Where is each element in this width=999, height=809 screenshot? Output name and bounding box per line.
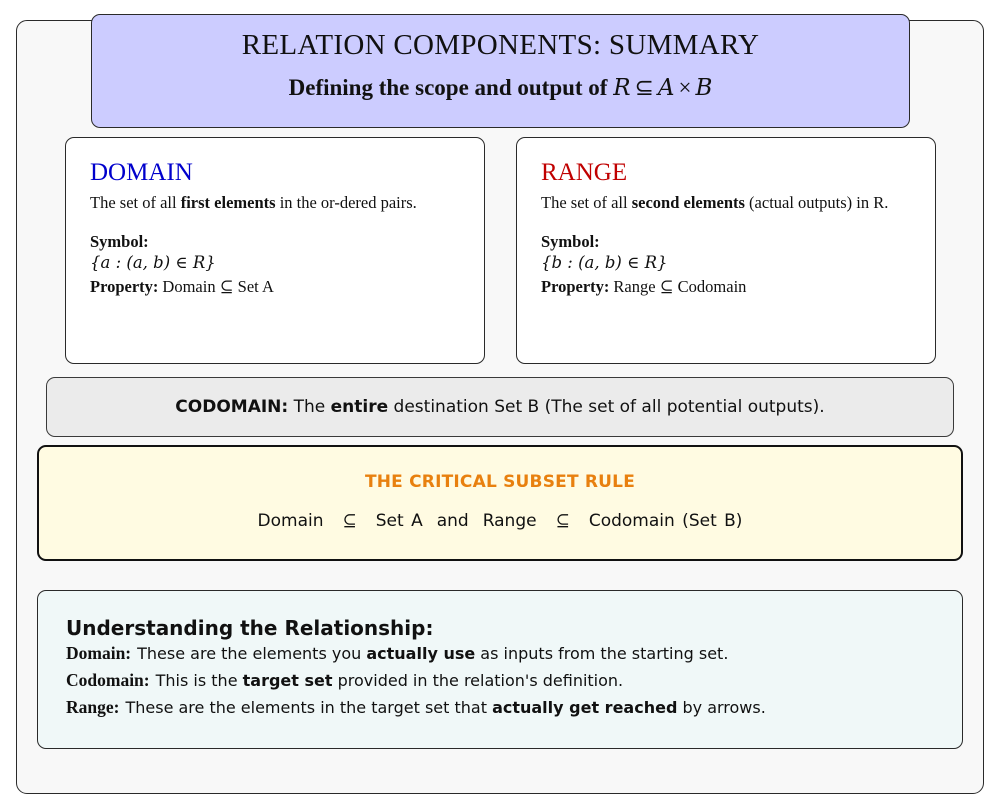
domain-desc-pre: The set of all [90,193,181,212]
page-title: RELATION COMPONENTS: SUMMARY [241,29,760,61]
range-desc-pre: The set of all [541,193,632,212]
understanding-line-domain: Domain: These are the elements you actual… [66,640,962,667]
rule-part-subseteq-2: ⊆ [555,511,570,531]
line-pre: These are the elements in the target set… [125,698,493,717]
codomain-banner: CODOMAIN: The entire destination Set B (… [46,377,954,437]
domain-title: DOMAIN [90,159,193,186]
range-symbol-label: Symbol: [541,232,600,251]
page-subtitle: Defining the scope and output of R⊆A×B [92,75,909,101]
subset-rule-equation: Domain ⊆ Set A and Range ⊆ Codomain (Set B) [39,511,961,531]
domain-property: Property:Domain ⊆ Set A [90,275,484,299]
domain-desc-post: in the or-dered pairs. [275,193,417,212]
understanding-line-range: Range: These are the elements in the targ… [66,694,962,721]
line-post: by arrows. [677,698,766,717]
line-label: Range: [66,697,120,717]
range-title: RANGE [541,159,628,186]
domain-property-value: Domain ⊆ Set A [162,277,274,296]
subtitle-math-times: × [678,75,692,100]
range-property-label: Property: [541,277,610,296]
rule-part-codomain: Codomain (Set B) [588,511,743,531]
line-pre: This is the [155,671,243,690]
rule-part-range: Range [482,511,537,531]
codomain-label: CODOMAIN: [175,397,289,417]
title-banner: RELATION COMPONENTS: SUMMARY Defining th… [91,14,910,128]
rule-part-subseteq-1: ⊆ [342,511,357,531]
domain-symbol-label: Symbol: [90,232,149,251]
subtitle-text: Defining the scope and output of [288,75,608,100]
domain-desc-bold: first elements [180,193,276,212]
subset-rule-title: THE CRITICAL SUBSET RULE [364,472,636,492]
line-post: provided in the relation's definition. [332,671,624,690]
line-label: Codomain: [66,670,150,690]
subtitle-math-subseteq: ⊆ [634,75,654,100]
codomain-text-pre: The [288,397,331,417]
line-bold: actually use [366,644,476,663]
line-label: Domain: [66,643,132,663]
subtitle-math-R: R [613,75,631,101]
codomain-text-bold: entire [330,397,389,417]
range-desc-bold: second elements [631,193,745,212]
range-property: Property:Range ⊆ Codomain [541,275,935,299]
subset-rule-box: THE CRITICAL SUBSET RULE Domain ⊆ Set A and… [37,445,963,561]
codomain-text-post: destination Set B (The set of all potent… [388,397,825,417]
domain-description: The set of all first elements in the or-… [90,192,470,213]
understanding-box: Understanding the Relationship: Domain: T… [37,590,963,749]
range-property-value: Range ⊆ Codomain [613,277,747,296]
codomain-text: CODOMAIN: The entire destination Set B (… [175,397,824,417]
line-bold: actually get reached [492,698,678,717]
line-bold: target set [242,671,333,690]
range-symbol: {b : (a, b) ∈ R} [541,253,668,272]
line-pre: These are the elements you [137,644,367,663]
rule-part-and: and [436,511,469,531]
domain-card: DOMAIN The set of all first elements in … [65,137,485,364]
rule-part-set-a: Set A [375,511,423,531]
domain-property-label: Property: [90,277,159,296]
rule-part-domain: Domain [257,511,324,531]
range-description: The set of all second elements (actual o… [541,192,921,213]
domain-symbol: {a : (a, b) ∈ R} [90,253,216,272]
range-desc-post: (actual outputs) in R. [744,193,889,212]
subtitle-math-A: A [657,75,675,101]
range-card: RANGE The set of all second elements (ac… [516,137,936,364]
understanding-line-codomain: Codomain: This is the target set provided… [66,667,962,694]
line-post: as inputs from the starting set. [475,644,729,663]
understanding-heading: Understanding the Relationship: [66,616,434,640]
subtitle-math-B: B [695,75,713,101]
